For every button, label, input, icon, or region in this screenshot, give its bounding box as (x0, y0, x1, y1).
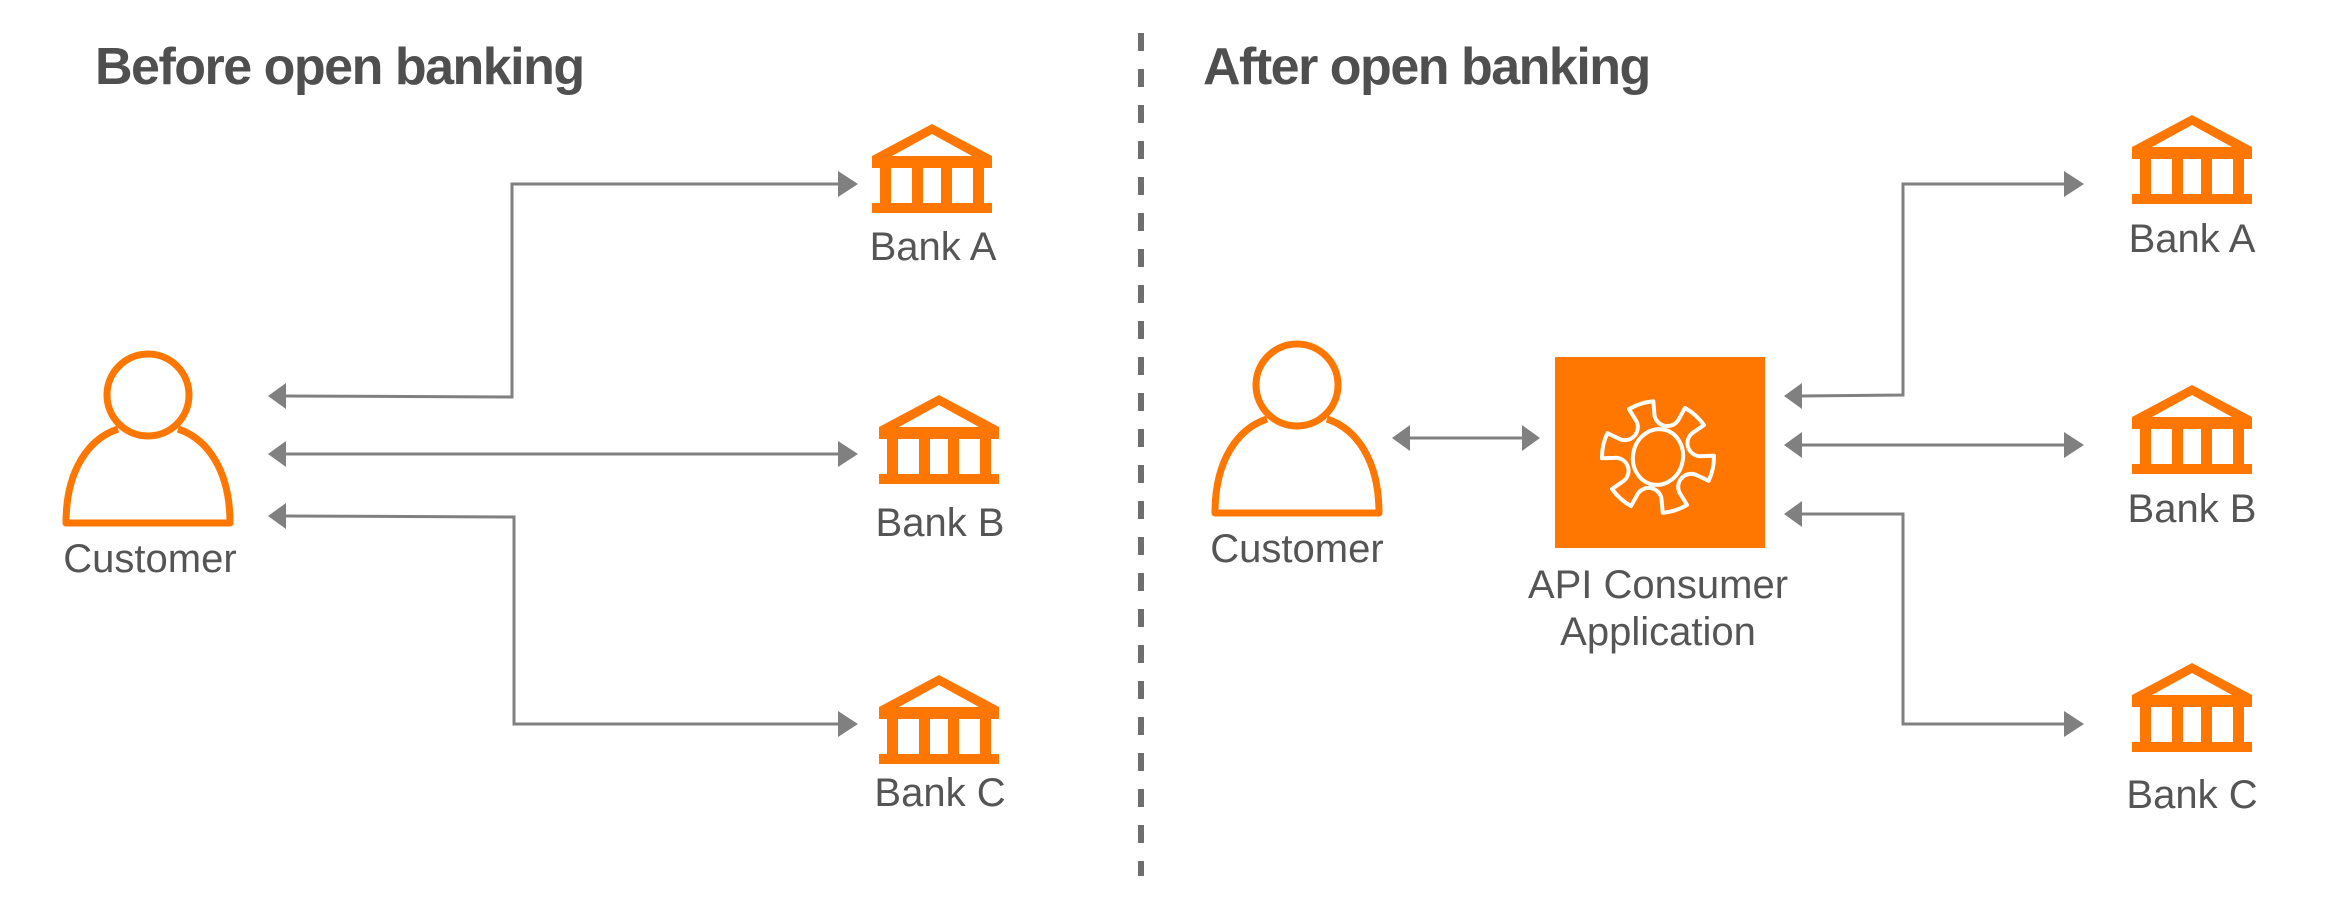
before-bank-b: Bank B (876, 395, 1005, 545)
bank-icon (879, 675, 999, 764)
arrowhead-left (1784, 383, 1802, 409)
gear-icon (1600, 399, 1716, 515)
after-connector-bank-b (1784, 432, 2084, 458)
arrowhead-left (1392, 425, 1410, 451)
bank-icon (2132, 385, 2252, 474)
before-connector-bank-a (268, 171, 858, 409)
api-consumer-application: API Consumer Application (1528, 357, 1788, 654)
bank-icon (2132, 663, 2252, 752)
after-bank-c: Bank C (2126, 663, 2258, 817)
after-bank-a: Bank A (2129, 115, 2256, 261)
bank-icon (872, 124, 992, 213)
app-box (1555, 357, 1765, 548)
arrowhead-left (1784, 501, 1802, 527)
arrowhead-right (838, 441, 858, 467)
arrowhead-left (1784, 432, 1802, 458)
before-connector-bank-c (268, 503, 858, 737)
app-label-line2: Application (1560, 610, 1756, 654)
bank-icon (879, 395, 999, 484)
after-customer: Customer (1210, 344, 1384, 571)
before-bank-a: Bank A (870, 124, 997, 269)
before-title: Before open banking (95, 38, 584, 96)
arrowhead-right (2064, 711, 2084, 737)
arrowhead-left (268, 383, 286, 409)
arrowhead-left (268, 441, 286, 467)
after-bank-b: Bank B (2128, 385, 2257, 531)
after-bank-a-label: Bank A (2129, 217, 2256, 261)
before-customer-label: Customer (63, 537, 236, 581)
after-title: After open banking (1203, 38, 1650, 96)
person-icon (1215, 344, 1379, 513)
after-connector-bank-c (1784, 501, 2084, 737)
after-bank-c-label: Bank C (2126, 773, 2257, 817)
after-bank-b-label: Bank B (2128, 487, 2257, 531)
before-connector-bank-b (268, 441, 858, 467)
before-bank-a-label: Bank A (870, 225, 997, 269)
app-label-line1: API Consumer (1528, 563, 1788, 607)
arrowhead-right (838, 711, 858, 737)
arrowhead-right (1522, 425, 1540, 451)
arrowhead-left (268, 503, 286, 529)
before-customer: Customer (63, 354, 237, 581)
after-connector-customer-app (1392, 425, 1540, 451)
arrowhead-right (838, 171, 858, 197)
person-icon (66, 354, 230, 523)
before-bank-b-label: Bank B (876, 501, 1005, 545)
after-customer-label: Customer (1210, 527, 1383, 571)
arrowhead-right (2064, 171, 2084, 197)
arrowhead-right (2064, 432, 2084, 458)
bank-icon (2132, 115, 2252, 204)
before-bank-c-label: Bank C (874, 771, 1005, 815)
before-bank-c: Bank C (874, 675, 1006, 815)
after-connector-bank-a (1784, 171, 2084, 409)
